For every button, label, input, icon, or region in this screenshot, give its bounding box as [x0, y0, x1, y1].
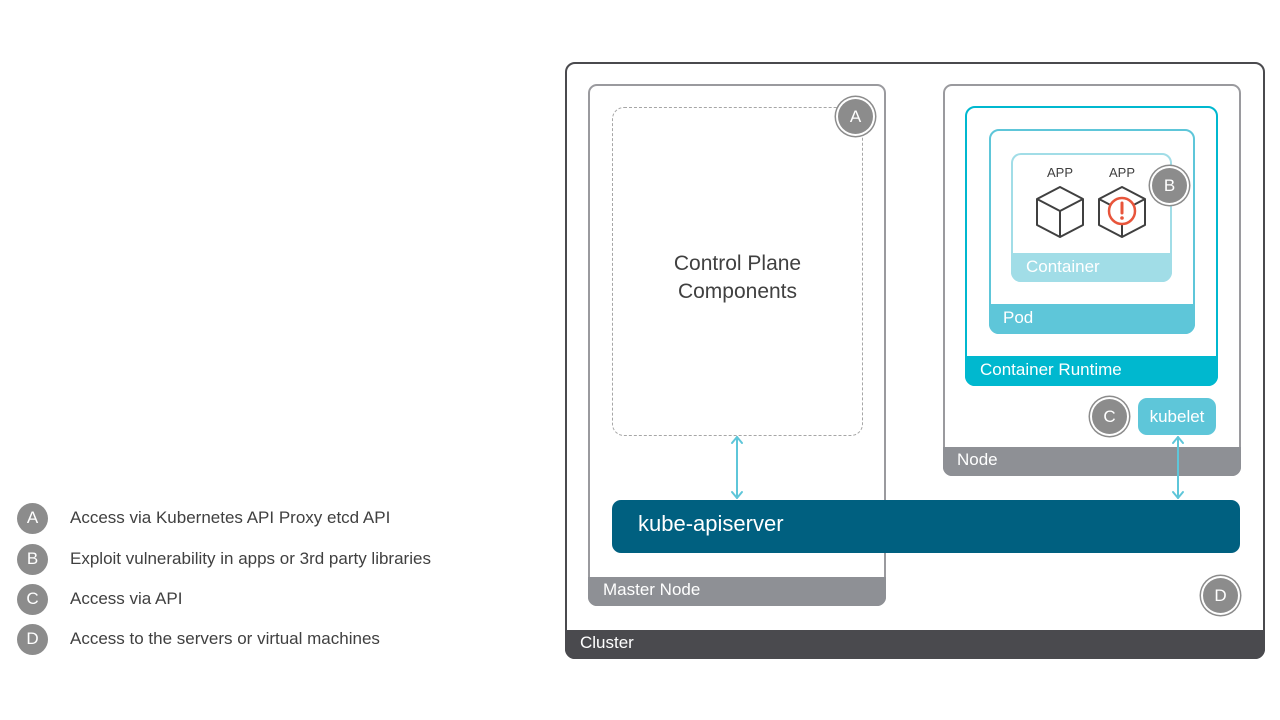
- legend-item-a: A Access via Kubernetes API Proxy etcd A…: [17, 502, 390, 534]
- master-node-label: Master Node: [603, 580, 701, 599]
- control-plane-label-line2: Components: [677, 280, 798, 303]
- control-plane-label: Control Plane Components: [612, 250, 863, 306]
- master-node-footer: [588, 577, 886, 606]
- pod-label: Pod: [1003, 308, 1034, 327]
- legend-text-b: Exploit vulnerability in apps or 3rd par…: [70, 549, 431, 568]
- container-runtime-label: Container Runtime: [980, 360, 1122, 379]
- node-footer: [943, 447, 1241, 476]
- legend-badge-c: C: [17, 583, 48, 615]
- marker-d: D: [1203, 578, 1238, 613]
- marker-c: C: [1092, 399, 1127, 434]
- app-label-2: APP: [1108, 165, 1135, 180]
- legend-badge-a: A: [17, 502, 48, 534]
- kubelet-box: kubelet: [1138, 398, 1216, 435]
- kube-apiserver-label: kube-apiserver: [638, 511, 784, 536]
- app-cube-icon: [1036, 186, 1084, 238]
- marker-b: B: [1152, 168, 1187, 203]
- container-footer: [1011, 253, 1172, 282]
- legend-badge-b: B: [17, 543, 48, 575]
- control-plane-label-line1: Control Plane: [673, 252, 802, 275]
- kubelet-apiserver-arrow: [1172, 436, 1184, 499]
- legend-text-c: Access via API: [70, 589, 183, 608]
- legend-text-d: Access to the servers or virtual machine…: [70, 629, 380, 648]
- container-runtime-footer: [965, 356, 1218, 386]
- legend-badge-d: D: [17, 623, 48, 655]
- legend-item-c: C Access via API: [17, 583, 182, 615]
- container-label: Container: [1026, 257, 1100, 276]
- app-warning-cube-icon: [1098, 186, 1146, 238]
- legend-item-b: B Exploit vulnerability in apps or 3rd p…: [17, 543, 431, 575]
- cluster-label: Cluster: [580, 633, 634, 652]
- control-plane-apiserver-arrow: [731, 436, 743, 499]
- control-plane-box: [612, 107, 863, 436]
- kube-apiserver-bar: [612, 500, 1240, 553]
- legend-item-d: D Access to the servers or virtual machi…: [17, 623, 380, 655]
- cluster-footer: [565, 630, 1265, 659]
- app-label-1: APP: [1046, 165, 1073, 180]
- marker-a: A: [838, 99, 873, 134]
- pod-footer: [989, 304, 1195, 334]
- node-label: Node: [957, 450, 998, 469]
- legend-text-a: Access via Kubernetes API Proxy etcd API: [70, 508, 391, 527]
